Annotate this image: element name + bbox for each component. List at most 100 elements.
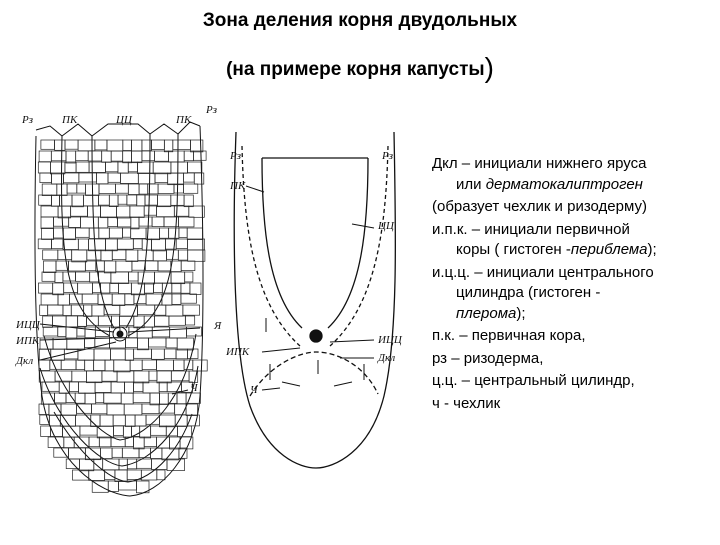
cell	[158, 403, 175, 414]
cell	[91, 304, 105, 317]
cell	[192, 359, 208, 372]
cell	[144, 260, 159, 271]
cell	[101, 370, 118, 382]
cell	[111, 293, 126, 306]
cell	[121, 447, 140, 459]
cell	[70, 304, 84, 316]
cell	[112, 414, 126, 427]
cell	[39, 172, 52, 183]
cell	[108, 194, 119, 207]
legend-rz: рз – ризодерма,	[432, 349, 544, 367]
cell	[166, 458, 185, 471]
cell	[111, 249, 127, 260]
cell	[64, 139, 79, 150]
label-tsts: ЦЦ	[116, 114, 132, 126]
schematic-label-ipk: ИПК	[226, 346, 250, 358]
cell	[51, 238, 64, 250]
cell	[93, 359, 106, 371]
legend-itsts-line2: цилиндра (гистоген -	[456, 284, 601, 301]
cell	[95, 392, 105, 404]
legend-dkl-or: или	[456, 175, 486, 193]
cell	[142, 381, 160, 394]
cell	[65, 315, 79, 328]
root-diagram-svg	[34, 121, 397, 497]
cell	[110, 436, 126, 447]
cell	[98, 183, 116, 194]
page-title: Зона деления корня двудольных	[202, 10, 518, 31]
cell	[156, 370, 172, 384]
cell	[122, 139, 132, 151]
schematic-drawing	[233, 131, 397, 469]
cell	[38, 150, 52, 163]
schematic-cap	[249, 351, 379, 397]
cell	[93, 348, 111, 361]
cell	[171, 282, 182, 294]
cell	[138, 216, 153, 227]
cell	[127, 183, 140, 195]
cell	[93, 458, 104, 471]
cell	[66, 337, 85, 351]
cell	[54, 139, 66, 151]
schematic-inner-right	[329, 145, 389, 347]
cell	[75, 359, 86, 370]
cell	[87, 150, 103, 162]
cell	[189, 282, 202, 295]
cell	[183, 172, 195, 183]
cell	[87, 205, 101, 218]
cell	[133, 293, 147, 305]
cell	[118, 282, 132, 294]
cell	[150, 447, 163, 459]
legend-entry-ch: ч - чехлик	[432, 394, 717, 415]
cell	[107, 216, 118, 227]
cell	[84, 337, 96, 348]
schematic-label-dkl: Дкл	[378, 352, 396, 364]
cell	[111, 447, 123, 458]
legend-ipk-pre: коры ( гистоген -	[456, 241, 571, 258]
cell	[167, 172, 184, 186]
cell	[113, 359, 131, 373]
cell	[75, 161, 90, 173]
cell	[40, 139, 55, 150]
cell	[159, 227, 169, 239]
cell	[131, 150, 143, 164]
cell	[154, 150, 169, 162]
cell	[71, 194, 84, 208]
cell	[42, 315, 53, 328]
cell	[154, 315, 170, 327]
cell	[187, 161, 203, 174]
cell	[42, 326, 59, 337]
cell	[68, 260, 86, 272]
root-diagram: Рз ПК ЦЦ ПК Рз ИЦЦ ИПК Дкл Я Ч Рз ПК Рз …	[0, 96, 430, 540]
label-itsts: ИЦЦ	[16, 319, 40, 331]
cell-grid	[37, 139, 208, 494]
cell	[115, 183, 129, 194]
cell	[168, 315, 186, 326]
cell	[175, 348, 188, 360]
legend-ipk-term: периблема	[570, 241, 648, 258]
schematic-label-rz-right: Рз	[382, 150, 394, 162]
cell	[40, 293, 59, 306]
cell	[188, 370, 199, 383]
cell	[47, 304, 64, 316]
cell	[109, 282, 119, 294]
cell	[110, 348, 126, 361]
cell	[176, 392, 187, 405]
cell	[86, 370, 103, 384]
cell	[60, 403, 77, 416]
cell	[60, 359, 77, 370]
schematic-label-pk: ПК	[230, 180, 246, 192]
label-pk-left: ПК	[62, 114, 78, 126]
cell	[41, 381, 60, 392]
cell	[151, 348, 165, 360]
label-ch: Ч	[190, 382, 198, 394]
cell	[120, 392, 134, 405]
schematic-inner-left	[241, 145, 301, 347]
cell	[133, 370, 150, 384]
cell	[150, 425, 167, 436]
cell	[54, 392, 67, 404]
cell	[68, 381, 79, 392]
cell	[151, 326, 171, 338]
cell	[77, 315, 87, 327]
cell	[158, 381, 168, 392]
cell	[133, 381, 144, 392]
